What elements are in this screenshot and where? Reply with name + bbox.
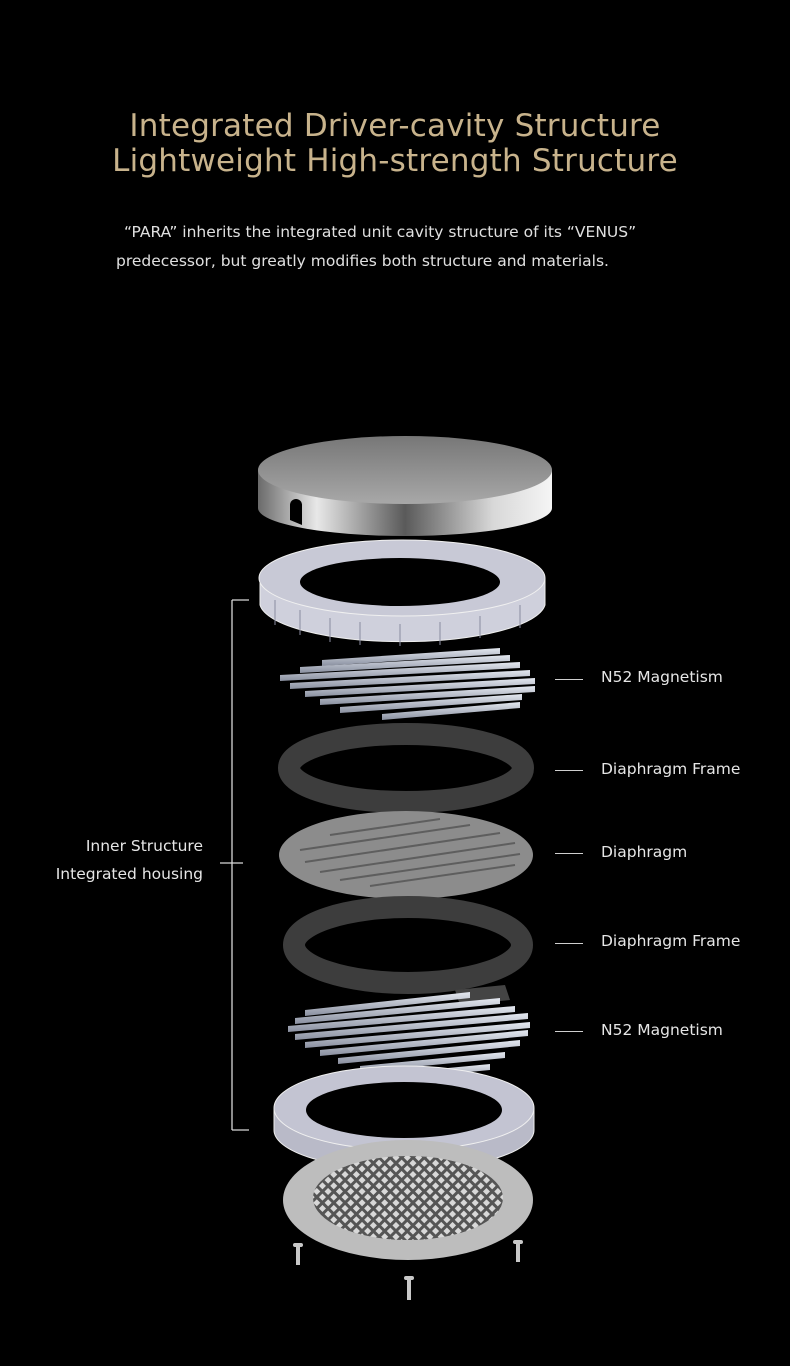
leader-line (555, 679, 583, 680)
part-label-n52-top: N52 Magnetism (601, 668, 723, 686)
left-label-line-2: Integrated housing (55, 865, 203, 883)
page-title: Integrated Driver-cavity Structure Light… (0, 109, 790, 179)
diaphragm-frame-bottom (283, 896, 533, 1005)
leader-line (555, 943, 583, 944)
leader-line (555, 853, 583, 854)
screws (293, 1240, 523, 1300)
title-line-1: Integrated Driver-cavity Structure (129, 108, 661, 144)
title-line-2: Lightweight High-strength Structure (112, 143, 678, 179)
n52-magnet-array-top (280, 648, 535, 720)
top-cap (258, 436, 552, 536)
part-label-diaphragm: Diaphragm (601, 843, 688, 861)
intro-line-1: “PARA” inherits the integrated unit cavi… (124, 223, 637, 241)
inner-structure-bracket (220, 599, 249, 1131)
leader-line (555, 770, 583, 771)
mesh-grille (283, 1140, 533, 1260)
diaphragm-frame-top (278, 723, 534, 813)
part-label-diaphragm-frame-bottom: Diaphragm Frame (601, 932, 741, 950)
intro-text: “PARA” inherits the integrated unit cavi… (116, 218, 716, 276)
inner-structure-label: Inner Structure Integrated housing (56, 832, 203, 888)
part-label-diaphragm-frame-top: Diaphragm Frame (601, 760, 741, 778)
part-label-n52-bottom: N52 Magnetism (601, 1021, 723, 1039)
diaphragm (279, 811, 533, 899)
left-label-line-1: Inner Structure (85, 837, 203, 855)
leader-line (555, 1031, 583, 1032)
clear-housing-ring-top (258, 539, 546, 646)
intro-line-2: predecessor, but greatly modifies both s… (116, 252, 609, 270)
